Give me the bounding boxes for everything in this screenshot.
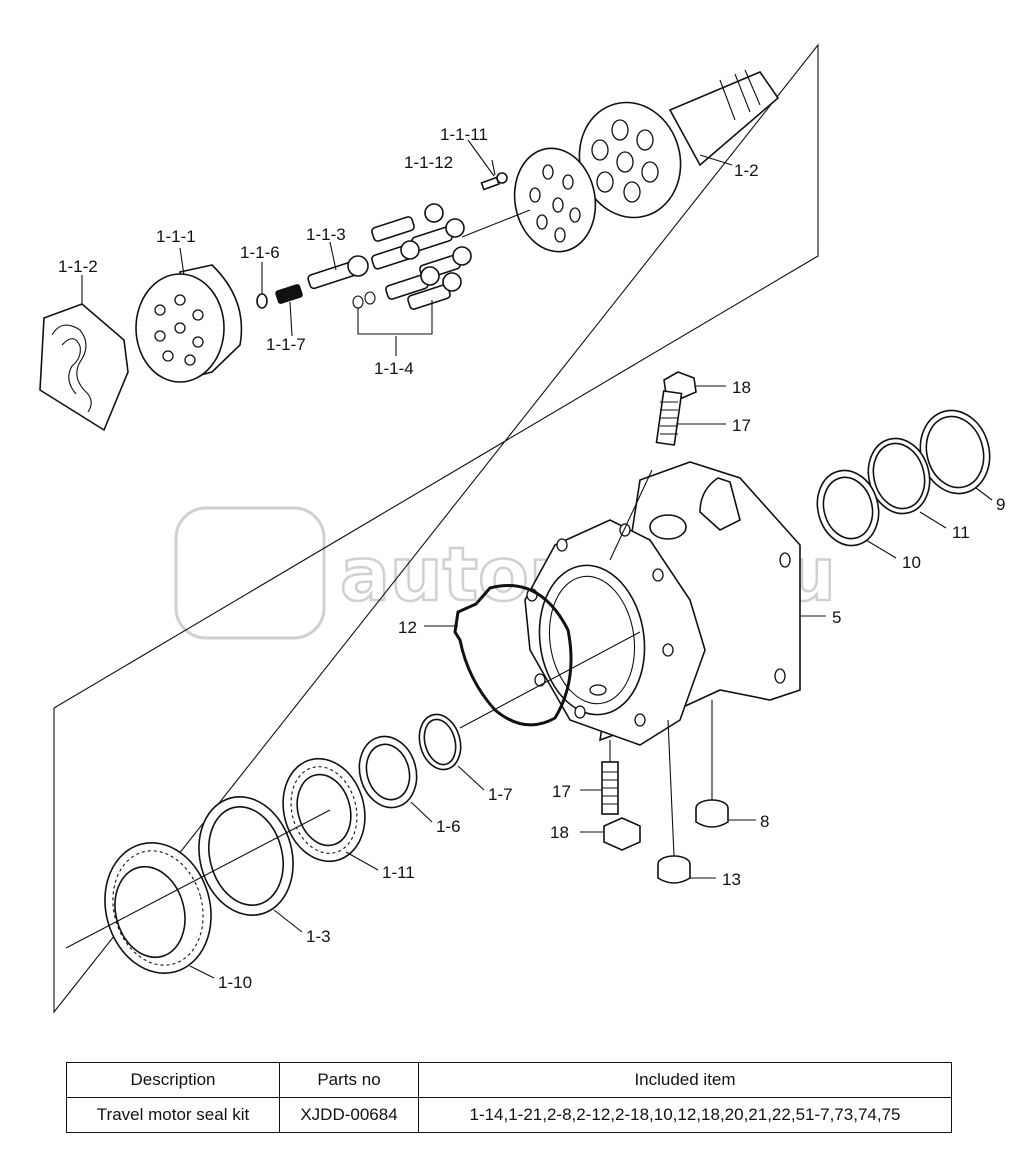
cell-parts-no: XJDD-00684 [279, 1097, 419, 1133]
part-labels: 1-1-11 1-1-12 1-2 1-1-1 1-1-3 1-1-6 1-1-… [58, 125, 1005, 992]
part-17-upper-bolt [655, 390, 683, 446]
part-1-1-12-screw [480, 172, 508, 191]
label-1-6: 1-6 [436, 817, 461, 836]
cell-included-item: 1-14,1-21,2-8,2-12,2-18,10,12,18,20,21,2… [418, 1097, 952, 1133]
label-8: 8 [760, 812, 769, 831]
header-included-item: Included item [418, 1062, 952, 1098]
header-parts-no: Parts no [279, 1062, 419, 1098]
part-1-1-2-valve-plate [39, 303, 129, 432]
label-11: 11 [952, 523, 970, 542]
label-5: 5 [832, 608, 841, 627]
part-9-snap-ring [919, 409, 991, 495]
label-1-1-2: 1-1-2 [58, 257, 98, 276]
label-17-lower: 17 [552, 782, 571, 801]
label-10: 10 [902, 553, 921, 572]
part-1-1-6-washer [256, 293, 268, 309]
label-1-1-11: 1-1-11 [440, 125, 488, 144]
leader-1-1-4 [357, 300, 433, 335]
part-8-plug [695, 799, 729, 828]
label-18-lower: 18 [550, 823, 569, 842]
table-header-row: Description Parts no Included item [66, 1062, 952, 1098]
part-11-backup-ring [867, 437, 931, 515]
part-1-1-1-cylinder-block [135, 264, 243, 383]
part-12-o-ring [453, 584, 573, 727]
subassembly-frame [53, 43, 819, 1014]
label-1-2: 1-2 [734, 161, 759, 180]
label-1-1-6: 1-1-6 [240, 243, 280, 262]
part-1-6-spacer [358, 735, 418, 809]
label-12: 12 [398, 618, 417, 637]
leader-axis-bottom [65, 809, 331, 949]
label-1-1-3: 1-1-3 [306, 225, 346, 244]
part-5-motor-casing [524, 461, 801, 746]
label-1-1-4: 1-1-4 [374, 359, 414, 378]
label-1-10: 1-10 [218, 973, 252, 992]
part-1-1-11-retainer-plate [513, 147, 597, 253]
seal-kit-table: Description Parts no Included item Trave… [66, 1062, 952, 1133]
label-1-1-7: 1-1-7 [266, 335, 306, 354]
leader-lines [81, 139, 993, 979]
leader-axis-upper [609, 469, 653, 561]
label-1-3: 1-3 [306, 927, 331, 946]
label-17-upper: 17 [732, 416, 751, 435]
part-13-plug [657, 855, 691, 884]
exploded-parts-diagram: autopiter.ru [39, 43, 1005, 1014]
part-1-2-drive-shaft [578, 69, 780, 219]
label-13: 13 [722, 870, 741, 889]
part-1-1-3-pistons [307, 203, 472, 310]
part-1-1-7-spring [275, 284, 303, 304]
label-1-11: 1-11 [382, 863, 415, 882]
label-1-1-1: 1-1-1 [156, 227, 196, 246]
leader-axis-lower [459, 631, 641, 729]
part-1-10-bearing [104, 842, 212, 974]
label-1-1-12: 1-1-12 [404, 153, 453, 172]
label-9: 9 [996, 495, 1005, 514]
leader-13 [667, 719, 675, 857]
leader-piston-to-plate [461, 209, 531, 238]
part-18-lower-nut [603, 817, 641, 851]
part-1-7-snap-ring [418, 713, 462, 771]
table-row: Travel motor seal kit XJDD-00684 1-14,1-… [66, 1097, 952, 1133]
part-1-3-oil-seal [198, 796, 294, 916]
part-1-11-bearing [282, 757, 366, 863]
label-18-upper: 18 [732, 378, 751, 397]
part-17-lower-stud [601, 761, 619, 815]
header-description: Description [66, 1062, 280, 1098]
part-10-seal-ring [816, 469, 880, 547]
cell-description: Travel motor seal kit [66, 1097, 280, 1133]
label-1-7: 1-7 [488, 785, 513, 804]
